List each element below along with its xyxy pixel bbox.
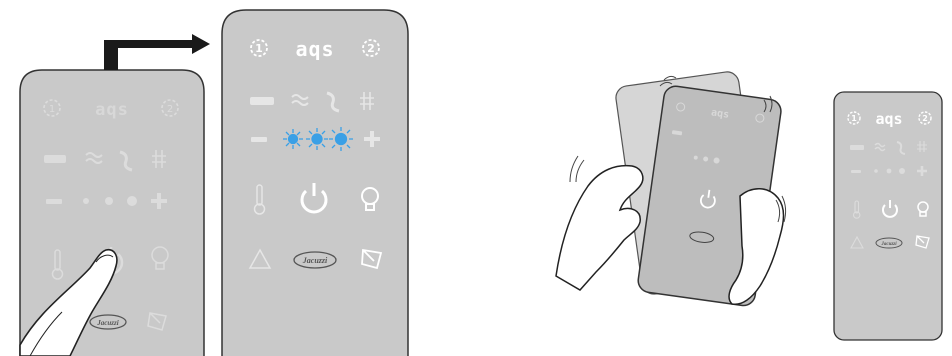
panel-2-jets-icon [250, 97, 274, 105]
svg-text:2: 2 [367, 42, 375, 55]
step-arrow-icon [104, 34, 210, 70]
svg-text:Jacuzzi: Jacuzzi [302, 256, 328, 265]
panel-1: 1 aqs 2 [20, 70, 204, 356]
panel-2-minus-icon [251, 137, 267, 142]
svg-text:2: 2 [167, 104, 173, 115]
svg-text:1: 1 [255, 42, 263, 55]
panel-2-aqs-display-icon: aqs [295, 37, 334, 61]
panel-1-aqs-display-icon: aqs [95, 100, 129, 120]
svg-text:2: 2 [922, 114, 928, 123]
left-hand-illustration [556, 166, 643, 290]
shaking-remote-illustration: aqs [556, 70, 786, 307]
svg-text:aqs: aqs [295, 37, 334, 61]
svg-text:Jacuzzi: Jacuzzi [880, 242, 897, 247]
svg-text:aqs: aqs [95, 100, 129, 120]
panel-4: 1 aqs 2 [834, 92, 942, 340]
panel-4-jets-icon [850, 145, 864, 150]
svg-text:Jacuzzi: Jacuzzi [96, 319, 118, 327]
svg-text:1: 1 [851, 114, 857, 123]
panel-2: 1 aqs 2 [222, 10, 408, 356]
panel-4-aqs-display-icon: aqs [875, 110, 902, 128]
panel-1-minus-icon [46, 199, 62, 204]
svg-text:1: 1 [49, 104, 55, 115]
panel-1-jets-icon [44, 155, 66, 163]
panel-4-minus-icon [851, 170, 861, 173]
svg-text:aqs: aqs [875, 110, 902, 128]
